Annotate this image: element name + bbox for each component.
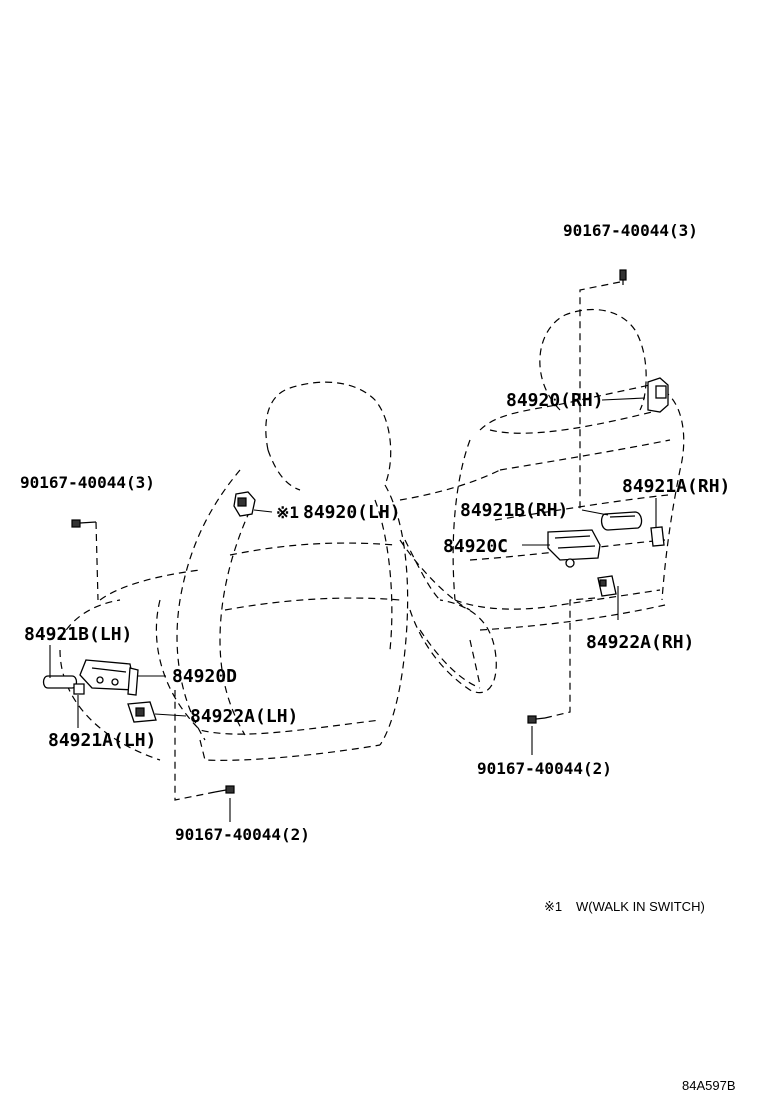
knob-a-rh-part [650, 526, 665, 547]
cover-rh-part [647, 377, 669, 413]
knob-b-rh-part [600, 511, 643, 531]
switch-c-part [547, 529, 601, 568]
right-seat-outline [399, 309, 685, 686]
label-bracket-lh: 84922A(LH) [190, 706, 298, 727]
bracket-rh-part [597, 575, 617, 597]
bolt-rh-top-icon [619, 269, 627, 285]
left-seat-outline [59, 381, 501, 761]
label-bolt-lh-bottom: 90167-40044(2) [175, 825, 310, 844]
bolt-rh-bottom-icon [527, 715, 546, 724]
label-switch-d: 84920D [172, 666, 237, 687]
cover-lh-part [233, 491, 256, 517]
label-bolt-lh-top: 90167-40044(3) [20, 473, 155, 492]
bracket-lh-part [127, 701, 157, 723]
bolt-lh-top-icon [71, 519, 97, 528]
label-knob-a-rh: 84921A(RH) [622, 476, 730, 497]
label-bolt-rh-bottom: 90167-40044(2) [477, 759, 612, 778]
label-knob-a-lh: 84921A(LH) [48, 730, 156, 751]
label-bolt-rh-top: 90167-40044(3) [563, 221, 698, 240]
label-cover-rh: 84920(RH) [506, 390, 604, 411]
leader-lines [49, 397, 657, 822]
label-bracket-rh: 84922A(RH) [586, 632, 694, 653]
label-knob-b-rh: 84921B(RH) [460, 500, 568, 521]
drawing-code: 84A597B [682, 1078, 736, 1093]
knob-a-lh-part [73, 683, 85, 695]
knob-b-lh-part [42, 675, 78, 689]
switch-d-part [79, 659, 139, 696]
label-switch-c: 84920C [443, 536, 508, 557]
footnote-text: W(WALK IN SWITCH) [576, 899, 705, 914]
label-knob-b-lh: 84921B(LH) [24, 624, 132, 645]
bolt-lh-bottom-icon [214, 785, 235, 794]
footnote-mark: ※1 [544, 899, 562, 914]
label-cover-lh-mark: ※1 [276, 503, 299, 522]
label-cover-lh: 84920(LH) [303, 502, 401, 523]
